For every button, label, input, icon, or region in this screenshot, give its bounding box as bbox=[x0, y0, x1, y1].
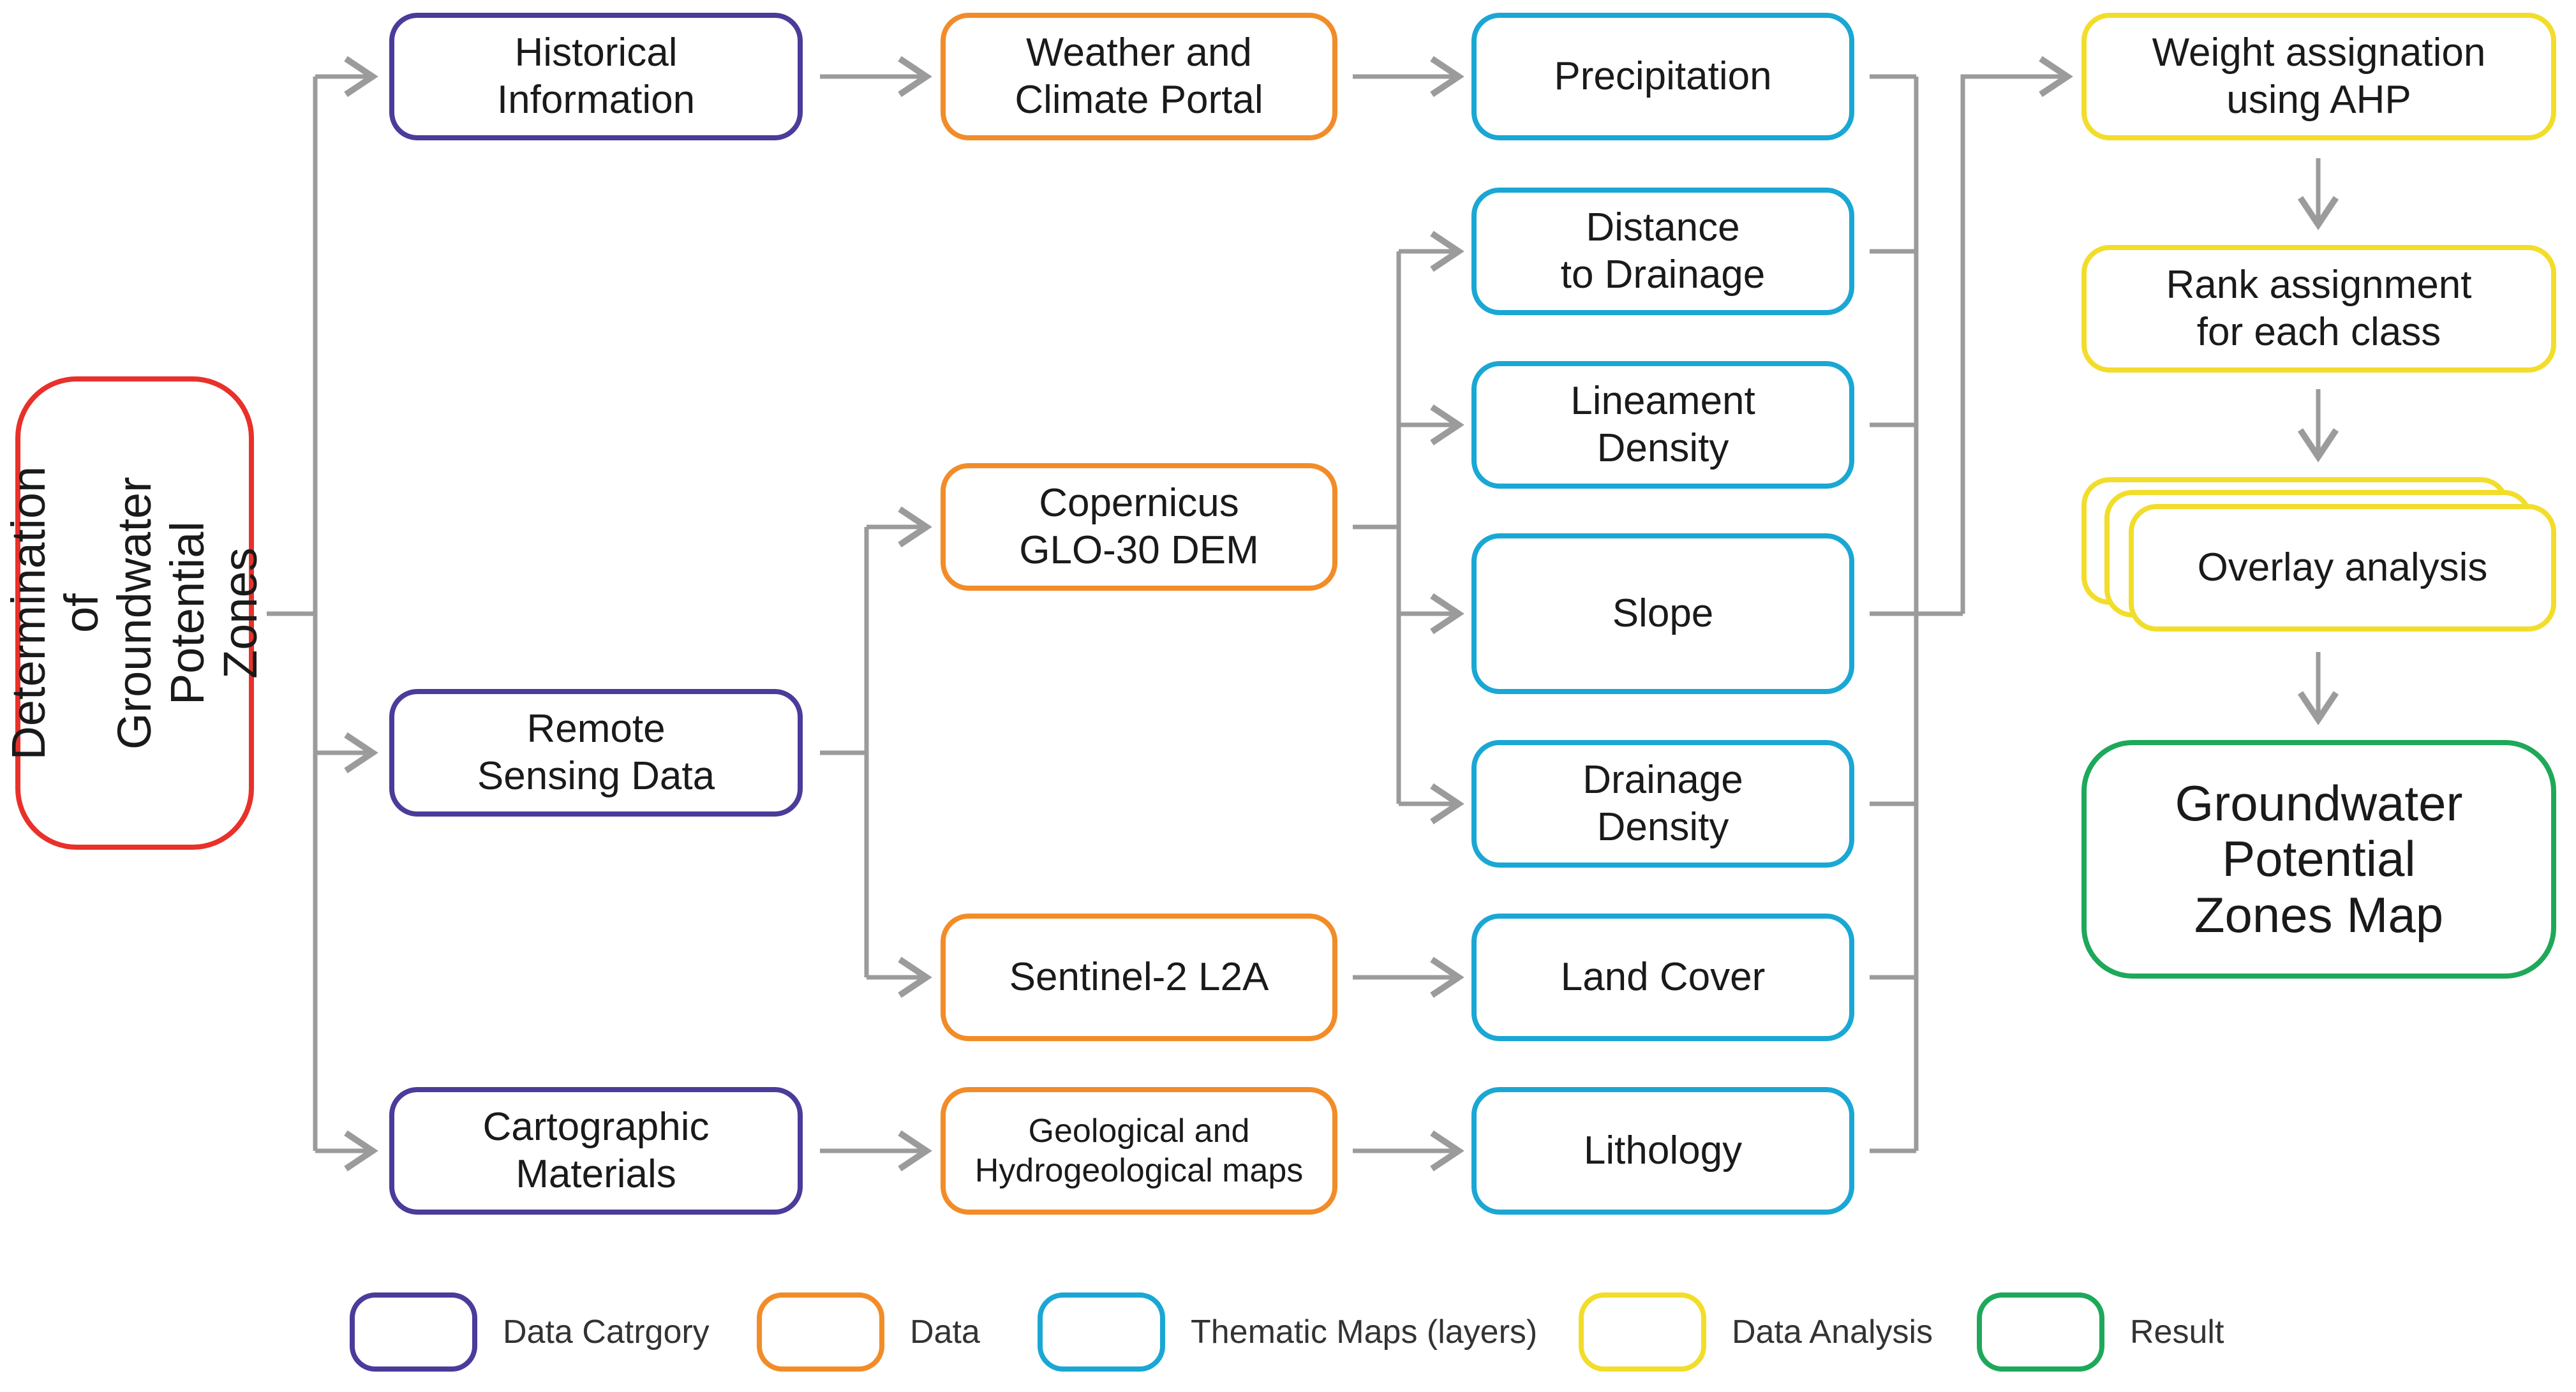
data-weather-climate-portal: Weather and Climate Portal bbox=[941, 13, 1337, 140]
legend-swatch-thematic bbox=[1038, 1292, 1165, 1372]
thematic-drainage-density: Drainage Density bbox=[1471, 740, 1854, 868]
legend-label-data: Data bbox=[910, 1314, 980, 1351]
thematic-land-cover: Land Cover bbox=[1471, 914, 1854, 1041]
legend-swatch-category bbox=[350, 1292, 477, 1372]
category-remote-sensing-data: Remote Sensing Data bbox=[389, 689, 803, 817]
legend-swatch-data bbox=[757, 1292, 884, 1372]
root-label: Determination of Groundwater Potential Z… bbox=[1, 466, 267, 760]
thematic-precipitation: Precipitation bbox=[1471, 13, 1854, 140]
legend-swatch-analysis bbox=[1579, 1292, 1706, 1372]
connector-bus-weight bbox=[1960, 56, 2073, 614]
category-cartographic-materials: Cartographic Materials bbox=[389, 1087, 803, 1215]
root-node: Determination of Groundwater Potential Z… bbox=[2, 376, 266, 850]
thematic-slope: Slope bbox=[1471, 533, 1854, 694]
result-groundwater-potential-zones-map: Groundwater Potential Zones Map bbox=[2081, 740, 2556, 979]
analysis-overlay: Overlay analysis bbox=[2129, 504, 2556, 632]
legend-label-category: Data Catrgory bbox=[503, 1314, 710, 1351]
thematic-lithology: Lithology bbox=[1471, 1087, 1854, 1215]
analysis-rank-assignment: Rank assignment for each class bbox=[2081, 245, 2556, 373]
data-sentinel-2-l2a: Sentinel-2 L2A bbox=[941, 914, 1337, 1041]
legend-swatch-result bbox=[1977, 1292, 2104, 1372]
category-historical-information: Historical Information bbox=[389, 13, 803, 140]
analysis-weight-assignation: Weight assignation using AHP bbox=[2081, 13, 2556, 140]
legend-label-analysis: Data Analysis bbox=[1732, 1314, 1933, 1351]
data-copernicus-glo30-dem: Copernicus GLO-30 DEM bbox=[941, 463, 1337, 591]
legend-label-thematic: Thematic Maps (layers) bbox=[1191, 1314, 1538, 1351]
legend-label-result: Result bbox=[2130, 1314, 2224, 1351]
thematic-lineament-density: Lineament Density bbox=[1471, 361, 1854, 489]
data-geological-hydrogeological-maps: Geological and Hydrogeological maps bbox=[941, 1087, 1337, 1215]
thematic-distance-to-drainage: Distance to Drainage bbox=[1471, 188, 1854, 315]
